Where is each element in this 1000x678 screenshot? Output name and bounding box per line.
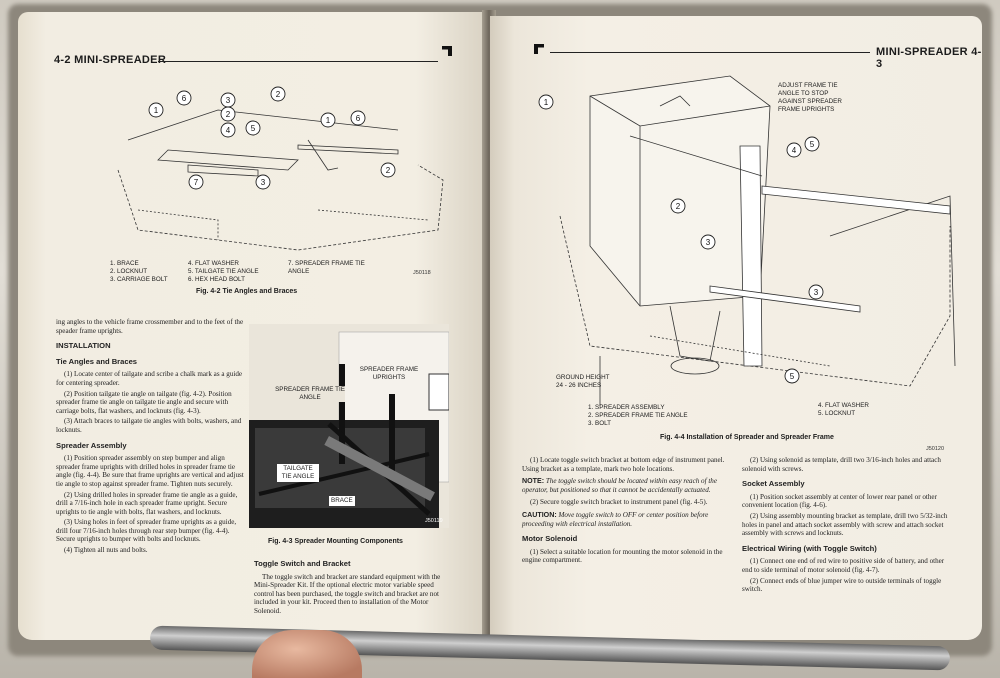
fig-4-3-photo: SPREADER FRAME UPRIGHTS SPREADER FRAME T…	[249, 324, 450, 528]
fig-4-4-legend-col2: 4. FLAT WASHER 5. LOCKNUT	[818, 402, 869, 417]
right-page-column-1: (1) Locate toggle switch bracket at bott…	[522, 456, 725, 565]
fig-4-3-brace-label: BRACE	[329, 496, 355, 506]
svg-text:3: 3	[706, 238, 711, 247]
fig-4-2-code: J50118	[413, 270, 431, 276]
fig-4-4-ground-height: GROUND HEIGHT 24 - 26 INCHES	[556, 374, 610, 389]
fig-4-4-diagram: 1 2 3 4 5 3 5	[538, 75, 956, 406]
right-page-column-2: (2) Using solenoid as template, drill tw…	[742, 456, 948, 594]
right-header-mark-icon	[534, 44, 544, 54]
fig-4-4-legend-col1: 1. SPREADER ASSEMBLY 2. SPREADER FRAME T…	[588, 404, 688, 427]
svg-text:1: 1	[326, 116, 331, 125]
svg-text:5: 5	[790, 372, 795, 381]
fig-4-3-uprights-label: SPREADER FRAME UPRIGHTS	[359, 366, 419, 382]
fig-4-4-code: J50120	[926, 446, 945, 452]
fig-4-2-legend-col2: 4. FLAT WASHER 5. TAILGATE TIE ANGLE 6. …	[188, 260, 259, 283]
svg-text:2: 2	[276, 90, 281, 99]
left-page-header: 4-2 MINI-SPREADER	[54, 54, 167, 66]
svg-text:6: 6	[182, 94, 187, 103]
svg-text:2: 2	[386, 166, 391, 175]
left-header-mark-icon	[442, 46, 452, 56]
svg-text:7: 7	[194, 178, 199, 187]
right-page-header: MINI-SPREADER 4-3	[876, 46, 982, 70]
fig-4-3-code: J50119	[425, 518, 443, 524]
left-page-column-1: ing angles to the vehicle frame crossmem…	[56, 318, 244, 555]
svg-text:1: 1	[154, 106, 159, 115]
fig-4-3-tie-label: SPREADER FRAME TIE ANGLE	[275, 386, 345, 402]
svg-text:3: 3	[261, 178, 266, 187]
svg-text:2: 2	[676, 202, 681, 211]
svg-text:5: 5	[251, 124, 256, 133]
svg-text:4: 4	[792, 146, 797, 155]
fig-4-4-caption: Fig. 4-4 Installation of Spreader and Sp…	[660, 434, 834, 441]
fig-4-2-legend-col1: 1. BRACE 2. LOCKNUT 3. CARRIAGE BOLT	[110, 260, 168, 283]
right-header-rule	[550, 52, 870, 53]
fig-4-2-diagram: 1 6 3 2 4 5 2 7 3 1 6 2	[117, 86, 444, 251]
svg-text:5: 5	[810, 140, 815, 149]
fig-4-2-caption: Fig. 4-2 Tie Angles and Braces	[196, 288, 298, 295]
hand-holding-book	[252, 630, 362, 678]
fig-4-3-tailgate-label: TAILGATE TIE ANGLE	[277, 464, 319, 482]
svg-text:6: 6	[356, 114, 361, 123]
svg-text:3: 3	[226, 96, 231, 105]
fig-4-4-adjust-note: ADJUST FRAME TIE ANGLE TO STOP AGAINST S…	[778, 82, 842, 113]
left-header-rule	[158, 61, 438, 62]
svg-text:1: 1	[544, 98, 549, 107]
fig-4-2-legend-col3: 7. SPREADER FRAME TIE ANGLE	[288, 260, 365, 275]
left-page-column-2: Toggle Switch and Bracket The toggle swi…	[254, 559, 441, 615]
svg-text:4: 4	[226, 126, 231, 135]
right-page: MINI-SPREADER 4-3 1 2 3 4 5 3 5	[490, 16, 982, 640]
svg-text:3: 3	[814, 288, 819, 297]
svg-text:2: 2	[226, 110, 231, 119]
fig-4-3-caption: Fig. 4-3 Spreader Mounting Components	[268, 538, 403, 545]
